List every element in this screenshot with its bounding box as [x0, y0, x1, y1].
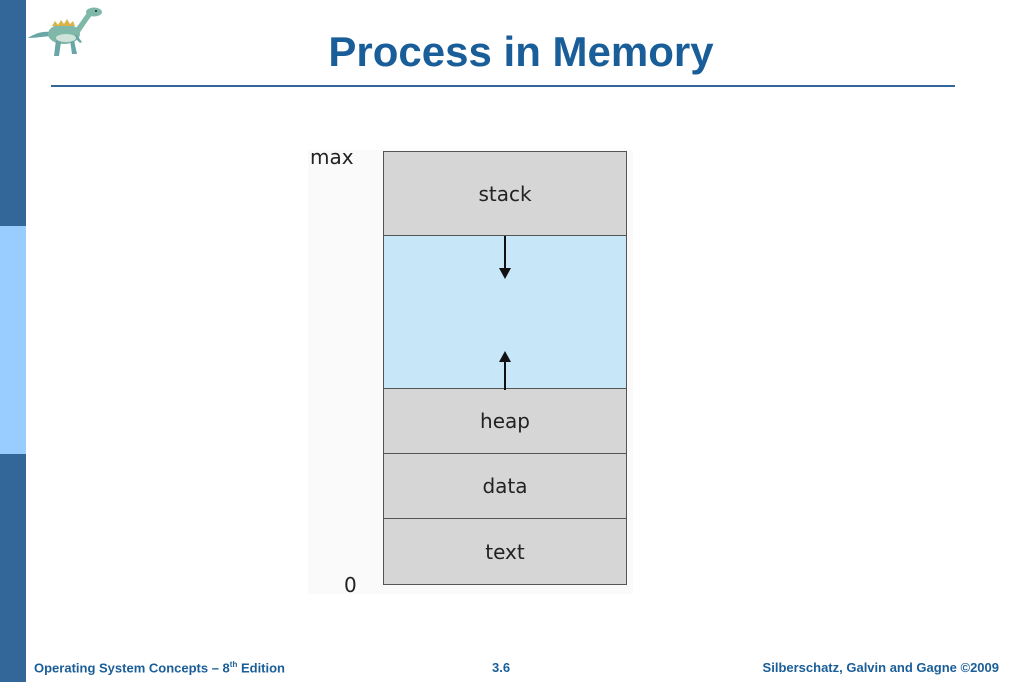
heap-label: heap: [480, 409, 530, 433]
zero-address-label: 0: [344, 573, 357, 597]
footer-authors: Silberschatz, Galvin and Gagne ©2009: [762, 660, 999, 675]
data-label: data: [482, 474, 528, 498]
heap-growth-arrow-up-icon: [499, 351, 511, 390]
left-accent-bar: [0, 0, 26, 682]
stack-label: stack: [478, 181, 532, 206]
accent-bar-bottom: [0, 454, 26, 682]
footer-edition-superscript: th: [229, 660, 238, 669]
accent-bar-top: [0, 0, 26, 226]
max-address-label: max: [310, 145, 354, 169]
title-underline: [51, 85, 955, 87]
accent-bar-middle: [0, 226, 26, 454]
dinosaur-logo-icon: [28, 7, 102, 56]
footer-book-title-prefix: Operating System Concepts – 8: [34, 660, 230, 676]
heap-segment: heap: [383, 388, 627, 454]
footer-book-title: Operating System Concepts – 8th Edition: [34, 660, 285, 675]
text-segment: text: [383, 518, 627, 585]
stack-segment: stack: [383, 151, 627, 236]
slide-title: Process in Memory: [328, 28, 714, 75]
text-label: text: [485, 539, 525, 564]
data-segment: data: [383, 453, 627, 519]
page-number: 3.6: [492, 660, 511, 675]
stack-growth-arrow-down-icon: [499, 236, 511, 279]
footer-book-title-suffix: Edition: [237, 660, 286, 676]
